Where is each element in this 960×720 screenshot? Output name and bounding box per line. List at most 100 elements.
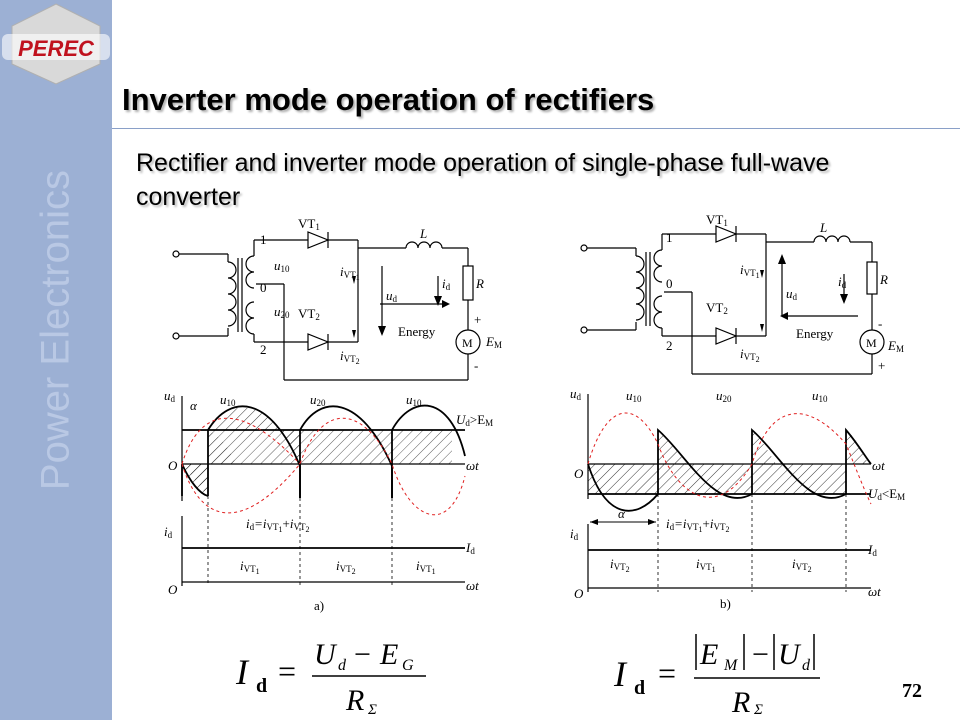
svg-text:U: U (314, 638, 338, 671)
svg-text:id: id (570, 526, 579, 542)
perec-logo: PEREC (2, 3, 110, 85)
svg-text:2: 2 (260, 342, 267, 357)
svg-text:id=iVT1+iVT2: id=iVT1+iVT2 (246, 516, 309, 534)
svg-text:R: R (475, 276, 484, 291)
svg-text:Ud<EM: Ud<EM (868, 486, 905, 502)
svg-text:E: E (379, 638, 398, 671)
svg-text:I: I (613, 654, 628, 694)
svg-text:VT1: VT1 (706, 212, 728, 228)
svg-text:iVT1: iVT1 (740, 262, 760, 280)
svg-text:Ud>EM: Ud>EM (456, 412, 493, 428)
svg-text:+: + (878, 358, 885, 373)
svg-text:L: L (419, 226, 427, 241)
svg-text:u20: u20 (310, 392, 326, 408)
svg-text:u10: u10 (220, 392, 236, 408)
svg-text:VT2: VT2 (706, 300, 728, 316)
svg-text:ud: ud (386, 288, 398, 304)
svg-text:u20: u20 (274, 304, 290, 320)
svg-text:ωt: ωt (466, 578, 479, 593)
svg-text:0: 0 (666, 276, 673, 291)
svg-text:iVT1: iVT1 (416, 558, 436, 576)
svg-text:1: 1 (666, 230, 673, 245)
svg-text:I: I (235, 652, 250, 692)
svg-text:ud: ud (570, 386, 582, 402)
svg-text:O: O (168, 458, 178, 473)
left-equation: I d = U d − E G R Σ (235, 638, 426, 716)
svg-text:iVT2: iVT2 (740, 346, 760, 364)
svg-text:-: - (878, 316, 882, 331)
page-number: 72 (902, 680, 922, 702)
svg-text:α: α (190, 398, 198, 413)
svg-text:Σ: Σ (753, 702, 763, 716)
sidebar-vertical-title: Power Electronics (33, 169, 78, 491)
svg-text:R: R (345, 684, 364, 716)
svg-text:O: O (574, 586, 584, 601)
svg-text:L: L (819, 220, 827, 235)
svg-text:iVT1: iVT1 (696, 556, 716, 574)
svg-text:EM: EM (887, 338, 904, 354)
svg-text:iVT2: iVT2 (340, 348, 360, 366)
svg-text:=: = (658, 655, 676, 691)
slide-title: Inverter mode operation of rectifiers (122, 82, 655, 117)
svg-text:d: d (338, 657, 347, 674)
svg-text:ωt: ωt (868, 584, 881, 599)
svg-text:u20: u20 (716, 388, 732, 404)
svg-text:id: id (442, 276, 451, 292)
svg-text:Σ: Σ (367, 702, 377, 716)
svg-text:u10: u10 (274, 258, 290, 274)
svg-text:2: 2 (666, 338, 673, 353)
svg-text:Energy: Energy (398, 324, 436, 339)
svg-text:iVT1: iVT1 (340, 264, 360, 282)
logo-text: PEREC (18, 36, 95, 61)
svg-text:R: R (879, 272, 888, 287)
svg-text:EM: EM (485, 334, 502, 350)
svg-text:O: O (574, 466, 584, 481)
svg-text:−: − (752, 638, 769, 671)
svg-text:d: d (802, 657, 811, 674)
svg-text:ωt: ωt (872, 458, 885, 473)
svg-text:O: O (168, 582, 178, 597)
svg-text:Energy: Energy (796, 326, 834, 341)
svg-text:-: - (474, 358, 478, 373)
svg-text:M: M (866, 336, 877, 350)
sidebar: PEREC Power Electronics (0, 0, 112, 720)
svg-text:d: d (634, 677, 645, 699)
svg-text:+: + (474, 312, 481, 327)
svg-text:Id: Id (867, 542, 877, 558)
svg-text:id: id (838, 274, 847, 290)
svg-text:U: U (778, 638, 802, 671)
svg-text:=: = (278, 653, 296, 689)
left-waveform-plot: ud α u10 u20 u10 Ud>EM O ωt id=iVT1+iVT2… (164, 388, 493, 613)
svg-text:u10: u10 (626, 388, 642, 404)
svg-text:d: d (256, 675, 267, 697)
svg-text:G: G (402, 657, 414, 674)
svg-text:1: 1 (260, 232, 267, 247)
svg-text:iVT2: iVT2 (336, 558, 356, 576)
slide-subtitle: Rectifier and inverter mode operation of… (136, 149, 830, 211)
svg-text:ud: ud (164, 388, 176, 404)
svg-text:iVT1: iVT1 (240, 558, 260, 576)
title-divider (112, 128, 960, 129)
left-circuit-diagram: VT1 VT2 1 0 2 L R Energy M EM + - u10 u2… (172, 218, 502, 381)
right-waveform-plot: ud u10 u20 u10 Ud<EM O ωt α id=iVT1+iVT2… (570, 386, 905, 611)
svg-text:−: − (354, 638, 371, 671)
svg-text:0: 0 (260, 280, 267, 295)
svg-text:b): b) (720, 596, 731, 611)
svg-text:E: E (699, 638, 718, 671)
svg-text:u10: u10 (812, 388, 828, 404)
svg-text:R: R (731, 686, 750, 716)
svg-text:ωt: ωt (466, 458, 479, 473)
svg-text:Id: Id (465, 540, 475, 556)
svg-text:a): a) (314, 598, 324, 613)
right-equation: I d = E M − U d R Σ (613, 634, 820, 716)
svg-text:M: M (462, 336, 473, 350)
svg-text:iVT2: iVT2 (610, 556, 630, 574)
svg-text:u10: u10 (406, 392, 422, 408)
right-circuit-diagram: VT1 VT2 1 0 2 L R Energy M EM - + iVT1 i… (580, 212, 904, 375)
svg-text:M: M (723, 657, 739, 674)
svg-text:VT1: VT1 (298, 218, 320, 232)
svg-text:id=iVT1+iVT2: id=iVT1+iVT2 (666, 516, 729, 534)
svg-text:VT2: VT2 (298, 306, 320, 322)
svg-text:id: id (164, 524, 173, 540)
svg-text:α: α (618, 506, 626, 521)
